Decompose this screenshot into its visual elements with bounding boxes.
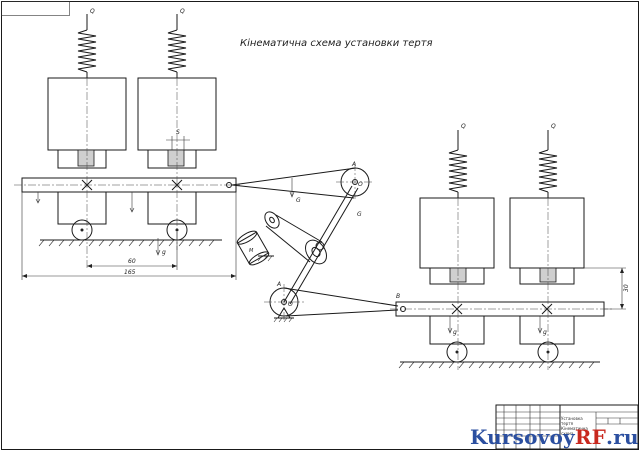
- dim-30: 30: [623, 284, 630, 292]
- label-g-force-2: G: [357, 211, 362, 218]
- dim-60: 60: [128, 258, 136, 265]
- label-g-left: g: [162, 249, 166, 256]
- right-assembly: [390, 130, 626, 370]
- left-assembly: [14, 14, 240, 280]
- label-q-4: Q: [551, 123, 556, 130]
- label-a-upper: A: [351, 161, 356, 168]
- watermark-part-2: RF: [574, 425, 607, 449]
- watermark-part-1: Kursovoy: [470, 425, 575, 449]
- corner-stamp: [1, 1, 70, 16]
- crank-disk: [305, 239, 327, 265]
- title-block-name-line2: Кінематична схема: [561, 426, 588, 436]
- crank-mechanism: [231, 163, 399, 323]
- watermark-part-3: .ru: [606, 425, 639, 449]
- label-o-lower: O: [288, 301, 293, 308]
- title-block-name-line1: Установка тертя: [561, 416, 583, 426]
- label-q-1: Q: [90, 8, 95, 15]
- label-q-3: Q: [461, 123, 466, 130]
- label-g-right-1: g: [453, 329, 457, 336]
- dim-165: 165: [124, 269, 136, 276]
- label-a-lower: A: [276, 281, 281, 288]
- label-q-2: Q: [180, 8, 185, 15]
- right-load-block-1: [419, 197, 495, 269]
- right-load-block-2: [509, 197, 585, 269]
- label-o-upper: O: [358, 181, 363, 188]
- electric-motor: [236, 230, 270, 266]
- label-b: B: [396, 293, 400, 300]
- label-g-force: G: [296, 197, 301, 204]
- drawing-labels: Q Q Q Q S g g g G G A A O O B M 60 165 3…: [90, 8, 630, 336]
- label-m: M: [249, 248, 254, 254]
- drawing-title: Кінематична схема установки тертя: [240, 38, 433, 49]
- title-block-name: Установка тертя Кінематична схема: [561, 416, 595, 436]
- label-g-right-2: g: [543, 329, 547, 336]
- label-s: S: [176, 129, 180, 136]
- title-block: [495, 404, 639, 450]
